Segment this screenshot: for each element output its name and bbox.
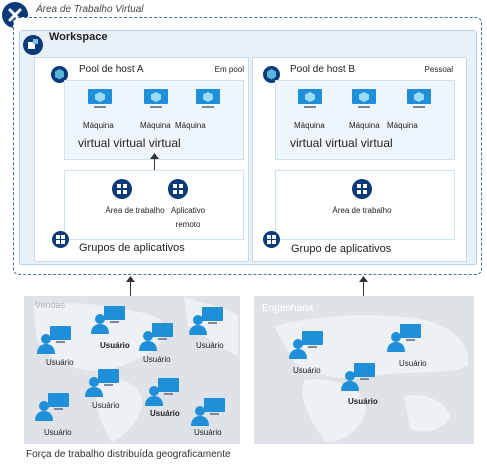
app-group-a-title: Grupos de aplicativos [79, 242, 185, 254]
user-icon [138, 322, 174, 352]
user-label: Usuário [194, 428, 222, 437]
user-label: Usuário [44, 428, 72, 437]
user-label: Usuário [100, 341, 130, 350]
virtual-machine-icon [404, 88, 434, 110]
vm-label: Máquina [83, 121, 114, 130]
host-pool-a-tag: Em pool [214, 65, 244, 74]
app-label: Área de trabalho [105, 206, 165, 215]
desktop-app-icon [112, 179, 132, 199]
page-title: Área de Trabalho Virtual [36, 4, 144, 15]
host-pool-a-title: Pool de host A [79, 64, 144, 75]
arrow-head [150, 153, 159, 159]
connector-arrow [154, 157, 155, 170]
user-label: Usuário [196, 341, 224, 350]
host-pool-icon [51, 66, 68, 83]
workspace-icon [23, 35, 43, 55]
user-label: Usuário [143, 355, 171, 364]
vm-label: Máquina [349, 121, 380, 130]
user-icon [34, 392, 70, 422]
user-icon [188, 306, 224, 336]
host-pool-icon [263, 66, 280, 83]
vm-label: Máquina [387, 121, 418, 130]
user-icon [340, 362, 376, 392]
vm-caption: virtual virtual virtual [78, 136, 181, 150]
user-icon [386, 323, 422, 353]
user-label: Usuário [399, 359, 427, 368]
virtual-machine-icon [141, 88, 171, 110]
vm-label: Máquina [294, 121, 325, 130]
arrow-head [126, 276, 135, 282]
app-label: Aplicativo remoto [170, 206, 206, 229]
user-icon [144, 377, 180, 407]
footer-caption: Força de trabalho distribuída geografica… [26, 449, 231, 460]
user-label: Usuário [293, 366, 321, 375]
app-label: Área de trabalho [332, 206, 392, 215]
app-group-icon [263, 231, 280, 248]
connector-arrow [363, 280, 364, 296]
desktop-app-icon [352, 179, 372, 199]
virtual-machine-icon [193, 88, 223, 110]
app-group-icon [52, 231, 69, 248]
user-icon [36, 325, 72, 355]
connector-arrow [130, 280, 131, 296]
workspace-title: Workspace [49, 31, 108, 43]
virtual-machine-icon [85, 88, 115, 110]
user-icon [190, 397, 226, 427]
vm-label: Máquina [140, 121, 171, 130]
host-pool-b-title: Pool de host B [290, 64, 356, 75]
region-label: Engenharia [262, 303, 314, 314]
app-area-a [64, 170, 244, 240]
user-icon [90, 305, 126, 335]
user-icon [84, 368, 120, 398]
app-group-b-title: Grupo de aplicativos [291, 243, 392, 255]
host-pool-b-tag: Pessoal [424, 65, 453, 74]
user-label: Usuário [92, 401, 120, 410]
user-label: Usuário [150, 409, 180, 418]
vm-caption: virtual virtual virtual [290, 136, 393, 150]
arrow-head [359, 276, 368, 282]
remote-app-icon [168, 179, 188, 199]
user-label: Usuário [348, 397, 378, 406]
virtual-machine-icon [349, 88, 379, 110]
user-icon [288, 330, 324, 360]
virtual-machine-icon [295, 88, 325, 110]
user-label: Usuário [46, 358, 74, 367]
vm-label: Máquina [175, 121, 206, 130]
region-label: Vendas [35, 300, 66, 310]
